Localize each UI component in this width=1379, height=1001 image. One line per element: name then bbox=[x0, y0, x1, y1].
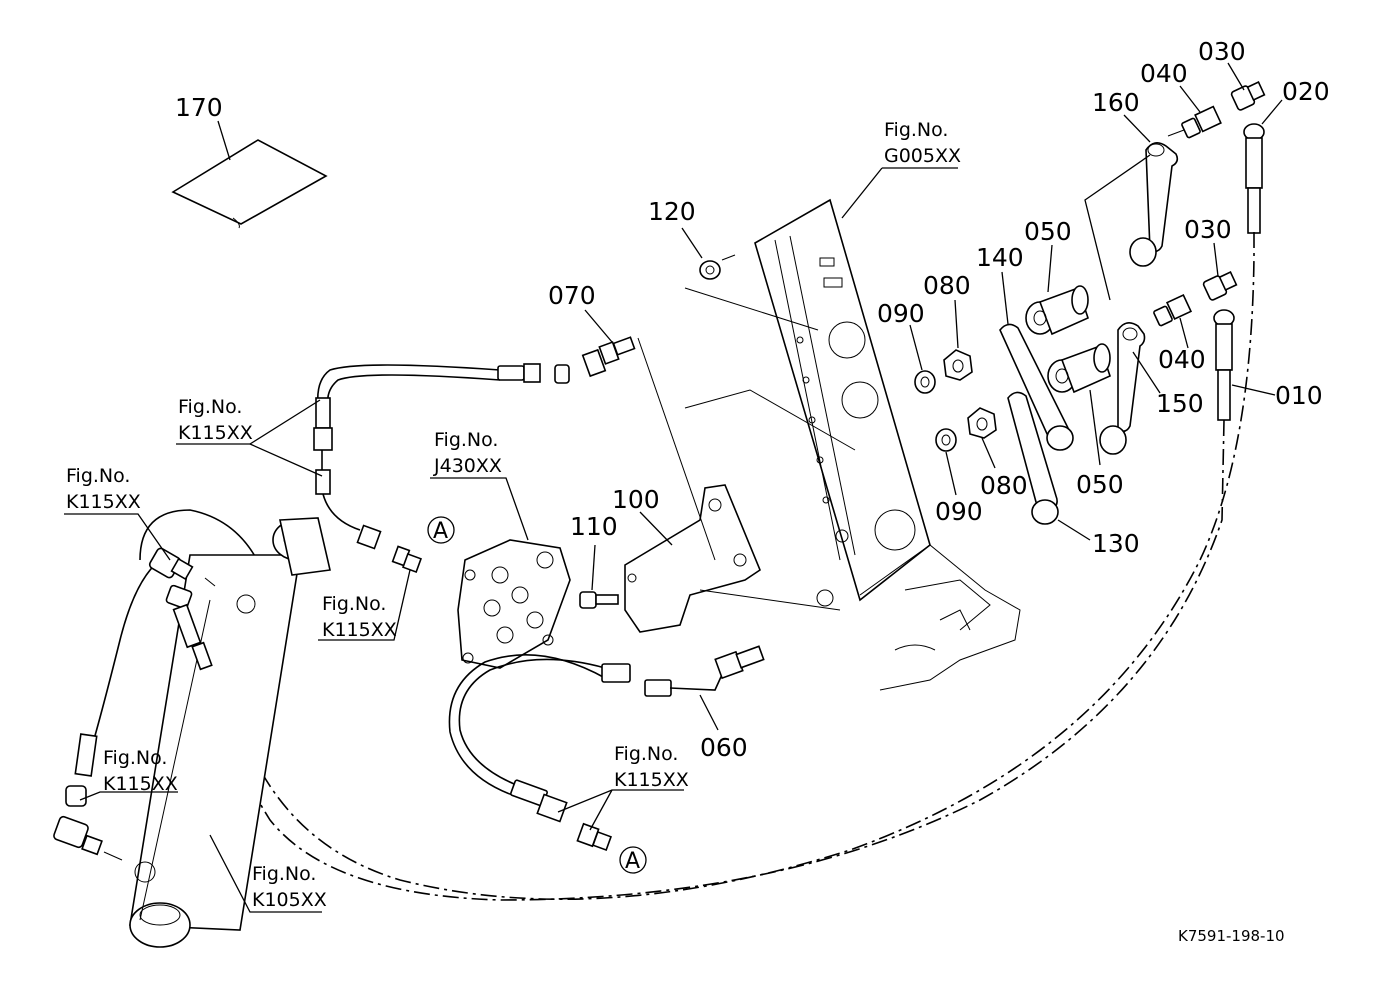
marker-a-upper[interactable]: A bbox=[427, 516, 455, 544]
callout-150[interactable]: 150 bbox=[1156, 389, 1204, 418]
callout-080-lower[interactable]: 080 bbox=[980, 471, 1028, 500]
leader-k115-bottom bbox=[79, 791, 178, 801]
callout-090-upper[interactable]: 090 bbox=[877, 299, 925, 328]
part-140-dust-plug[interactable] bbox=[999, 323, 1074, 451]
marker-a-lower[interactable]: A bbox=[619, 846, 647, 874]
leader-k115-mid bbox=[318, 569, 411, 641]
fig-ref-label: Fig.No. bbox=[252, 863, 316, 885]
leader-j430 bbox=[430, 477, 529, 541]
leader-k105 bbox=[209, 834, 322, 913]
callout-050-upper[interactable]: 050 bbox=[1024, 217, 1072, 246]
part-040-adapter-lower[interactable] bbox=[1153, 293, 1193, 327]
part-070-fitting[interactable] bbox=[581, 336, 636, 378]
hose-route-pressure bbox=[87, 559, 161, 761]
part-090-washer-upper[interactable] bbox=[914, 370, 936, 394]
leader-170 bbox=[217, 120, 231, 161]
part-080-nut-upper[interactable] bbox=[943, 349, 973, 381]
cylinder-fitting-lower bbox=[53, 733, 123, 861]
fig-ref-k115-bottom[interactable]: K115XX bbox=[103, 773, 178, 795]
part-030-elbow-lower[interactable] bbox=[1202, 271, 1238, 301]
part-110-bolt[interactable] bbox=[579, 591, 619, 609]
leader-120 bbox=[681, 227, 703, 259]
callout-010[interactable]: 010 bbox=[1275, 381, 1323, 410]
valve-port-fitting bbox=[391, 545, 422, 573]
callout-170[interactable]: 170 bbox=[175, 93, 223, 122]
callout-020[interactable]: 020 bbox=[1282, 77, 1330, 106]
hose-end-fitting-lower bbox=[576, 822, 612, 851]
leader-060 bbox=[699, 694, 719, 731]
leader-070 bbox=[584, 309, 613, 343]
frame-plate bbox=[754, 198, 1021, 691]
leader-k115-left bbox=[64, 513, 171, 561]
fig-ref-g005[interactable]: G005XX bbox=[884, 145, 961, 167]
callout-040-lower[interactable]: 040 bbox=[1158, 345, 1206, 374]
fig-ref-label: Fig.No. bbox=[66, 465, 130, 487]
drawing-code: K7591-198-10 bbox=[1178, 927, 1285, 945]
fig-ref-label: Fig.No. bbox=[614, 743, 678, 765]
callout-040-upper[interactable]: 040 bbox=[1140, 59, 1188, 88]
leader-k115-top bbox=[249, 399, 321, 445]
part-030-elbow-upper[interactable] bbox=[1230, 81, 1266, 111]
part-010-hose[interactable] bbox=[1213, 309, 1235, 421]
leader-g005 bbox=[841, 167, 883, 219]
callout-030-lower[interactable]: 030 bbox=[1184, 215, 1232, 244]
callout-130[interactable]: 130 bbox=[1092, 529, 1140, 558]
callout-100[interactable]: 100 bbox=[612, 485, 660, 514]
svg-text:A: A bbox=[625, 849, 640, 874]
fig-ref-label: Fig.No. bbox=[322, 593, 386, 615]
callout-060[interactable]: 060 bbox=[700, 733, 748, 762]
part-090-washer-lower[interactable] bbox=[935, 428, 957, 452]
part-160-dust-cap[interactable] bbox=[1129, 142, 1179, 267]
callout-030-upper[interactable]: 030 bbox=[1198, 37, 1246, 66]
lift-cylinder[interactable] bbox=[129, 517, 331, 948]
control-valve[interactable] bbox=[457, 539, 571, 669]
callout-090-lower[interactable]: 090 bbox=[935, 497, 983, 526]
part-080-nut-lower[interactable] bbox=[967, 407, 997, 439]
part-100-bracket[interactable] bbox=[624, 484, 761, 633]
leader-100 bbox=[639, 511, 673, 546]
part-040-adapter-upper[interactable] bbox=[1181, 105, 1222, 139]
fig-ref-k115-mid[interactable]: K115XX bbox=[322, 619, 397, 641]
callout-120[interactable]: 120 bbox=[648, 197, 696, 226]
hose-route-return bbox=[139, 509, 263, 571]
svg-text:A: A bbox=[433, 519, 448, 544]
fig-ref-j430[interactable]: J430XX bbox=[433, 455, 502, 477]
fig-ref-k115-left[interactable]: K115XX bbox=[66, 491, 141, 513]
part-050-coupler-lower[interactable] bbox=[1047, 343, 1111, 394]
part-060-hose[interactable] bbox=[448, 645, 765, 823]
callout-110[interactable]: 110 bbox=[570, 512, 618, 541]
fig-ref-label: Fig.No. bbox=[434, 429, 498, 451]
part-020-hose[interactable] bbox=[1243, 123, 1265, 234]
part-120-nut[interactable] bbox=[699, 260, 721, 280]
callout-140[interactable]: 140 bbox=[976, 243, 1024, 272]
part-130-dust-plug[interactable] bbox=[1007, 391, 1059, 525]
part-050-coupler-upper[interactable] bbox=[1025, 285, 1089, 336]
cylinder-fitting-upper bbox=[148, 547, 216, 671]
fig-ref-label: Fig.No. bbox=[178, 396, 242, 418]
part-150-dust-cap[interactable] bbox=[1099, 322, 1146, 455]
part-170-manual-sheet[interactable] bbox=[171, 139, 328, 229]
fig-ref-k105[interactable]: K105XX bbox=[252, 889, 327, 911]
callout-080-upper[interactable]: 080 bbox=[923, 271, 971, 300]
upper-hose[interactable] bbox=[313, 363, 570, 550]
fig-ref-label: Fig.No. bbox=[884, 119, 948, 141]
callout-070[interactable]: 070 bbox=[548, 281, 596, 310]
leader-110 bbox=[591, 544, 596, 591]
callout-050-lower[interactable]: 050 bbox=[1076, 470, 1124, 499]
leader-k115-lower bbox=[557, 789, 684, 813]
fig-ref-k115-top[interactable]: K115XX bbox=[178, 422, 253, 444]
callout-160[interactable]: 160 bbox=[1092, 88, 1140, 117]
fig-ref-k115-lower[interactable]: K115XX bbox=[614, 769, 689, 791]
fig-ref-label: Fig.No. bbox=[103, 747, 167, 769]
